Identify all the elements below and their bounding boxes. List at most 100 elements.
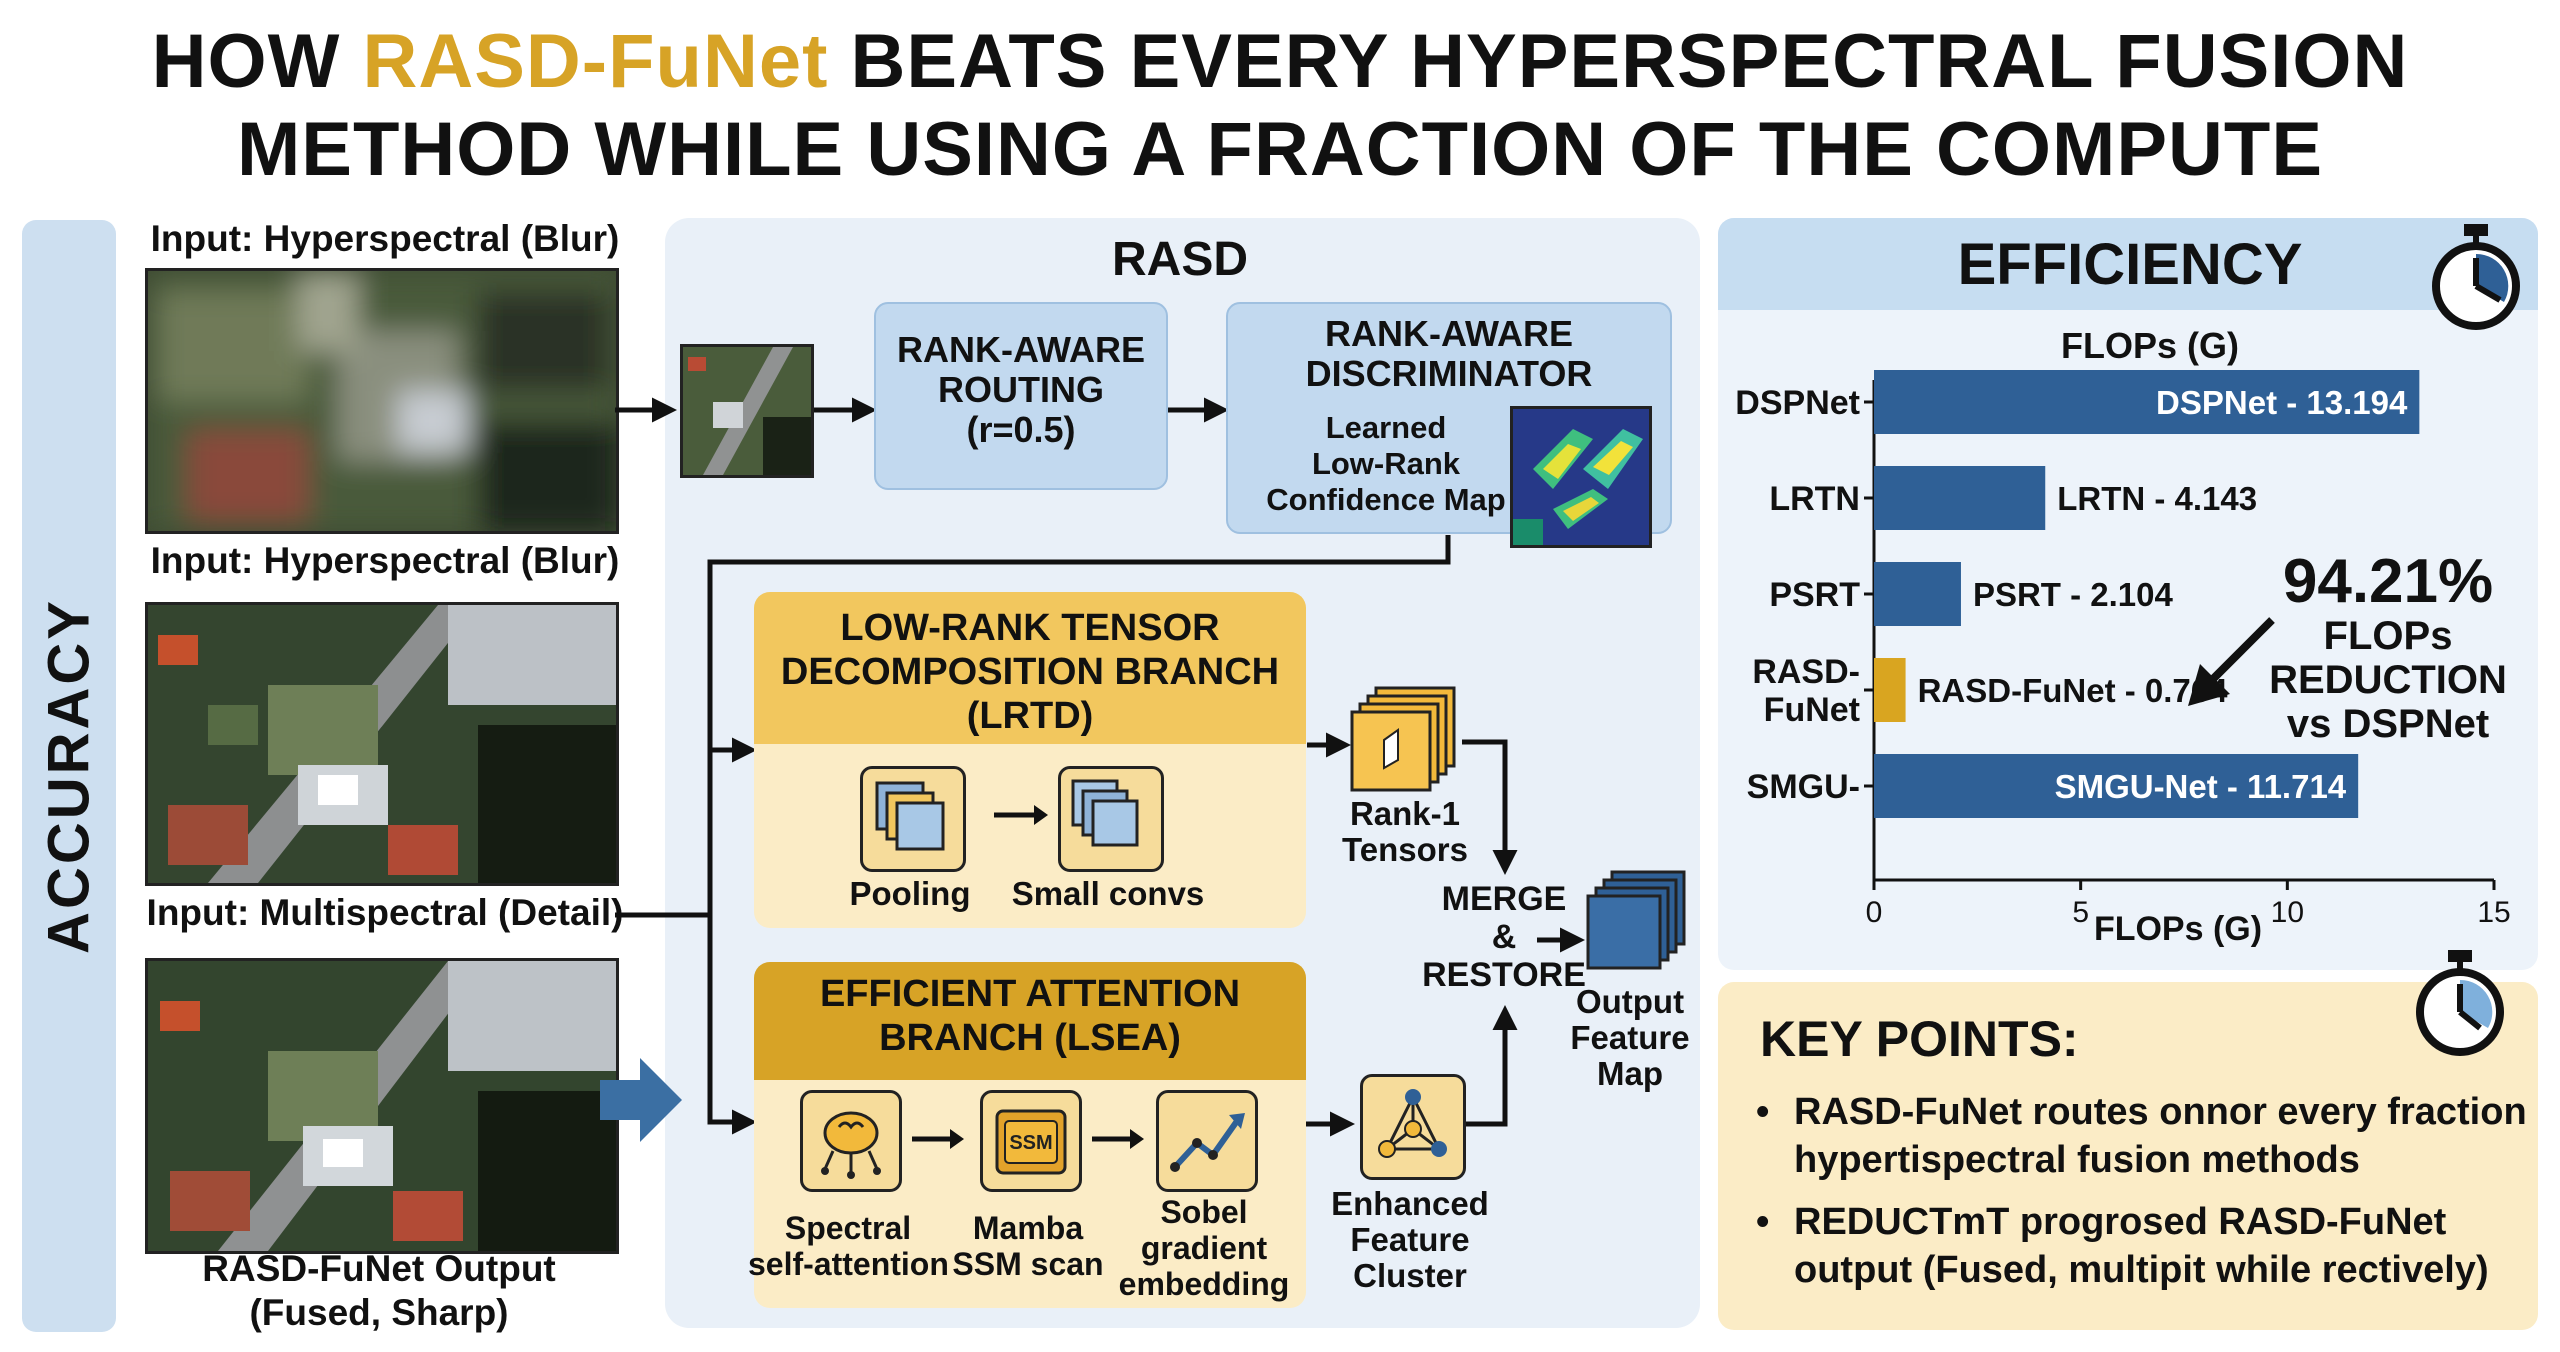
input2-label: Input: Hyperspectral (Blur) <box>150 540 620 581</box>
fused-output-image <box>145 958 619 1254</box>
efficiency-header <box>1718 218 2538 310</box>
mamba-label: Mamba SSM scan <box>938 1210 1118 1282</box>
bar-smgu-net <box>1874 754 2359 818</box>
key-point-bullet-1: •RASD-FuNet routes onnor every fraction … <box>1756 1088 2536 1184</box>
key-points-title: KEY POINTS: <box>1760 1011 2079 1067</box>
x-tick-label-15: 15 <box>2477 896 2510 929</box>
reduction-value: 94.21% <box>2282 547 2494 616</box>
output-label-c: Map <box>1597 1055 1663 1092</box>
reduction-arrow <box>2188 617 2275 706</box>
output-feature-map-icon <box>1586 870 1686 970</box>
lrtd-header: LOW-RANK TENSOR DECOMPOSITION BRANCH (LR… <box>754 592 1306 744</box>
bullet-dot: • <box>1756 1201 1770 1243</box>
bar-psrt <box>1874 562 1961 626</box>
accuracy-side-bar: ACCURACY <box>22 220 116 1332</box>
page-title-line1: HOW RASD-FuNet BEATS EVERY HYPERSPECTRAL… <box>0 18 2560 106</box>
hyperspectral-detail-image <box>145 602 619 886</box>
confidence-heatmap <box>1510 406 1652 548</box>
bullet2-line2: output (Fused, multipit while rectively) <box>1794 1249 2489 1291</box>
brain-network-icon <box>821 1111 881 1179</box>
enhanced-label-3: Cluster <box>1353 1257 1467 1294</box>
thumbnail-image <box>680 344 814 478</box>
category-label-psrt: PSRT <box>1769 576 1860 614</box>
lsea-label-2: BRANCH (LSEA) <box>879 1017 1181 1059</box>
efficiency-panel <box>1718 218 2538 970</box>
pooling-to-convs-arrow <box>994 805 1048 825</box>
category-label-lrtn: LRTN <box>1769 480 1860 518</box>
discriminator-label-1: RANK-AWARE <box>1325 313 1573 354</box>
lrtd-label-1: LOW-RANK TENSOR <box>840 607 1220 649</box>
data-label-lrtn: LRTN - 4.143 <box>2057 480 2257 517</box>
reduction-label-1: FLOPs <box>2323 614 2453 658</box>
pooling-icon <box>860 766 966 872</box>
reduction-label-2: REDUCTION <box>2269 658 2507 702</box>
key-points-panel <box>1718 982 2538 1330</box>
heatmap-art <box>1513 409 1649 545</box>
category-label-rasd-funet: RASD- <box>1752 653 1860 691</box>
bar-dspnet <box>1874 370 2420 434</box>
lrtd-label-3: (LRTD) <box>966 695 1094 737</box>
lsea-label-1: EFFICIENT ATTENTION <box>819 973 1241 1015</box>
discriminator-label-2: DISCRIMINATOR <box>1305 353 1593 394</box>
category-label-rasd-funet: FuNet <box>1764 691 1860 729</box>
sobel-gradient-icon <box>1156 1090 1258 1192</box>
hyperspectral-blur-image <box>145 268 619 534</box>
bullet1-line2: hypertispectral fusion methods <box>1794 1139 2360 1181</box>
output-label-b: Feature <box>1570 1019 1690 1056</box>
merge-label-2: & <box>1491 918 1517 956</box>
output-label-a: Output <box>1575 983 1685 1020</box>
enhanced-cluster-icon <box>1360 1074 1466 1180</box>
output-label-1: RASD-FuNet Output <box>202 1248 556 1289</box>
pooling-label: Pooling <box>849 875 971 912</box>
enhanced-label-1: Enhanced <box>1331 1185 1489 1222</box>
mamba-ssm-icon: SSM <box>980 1090 1082 1192</box>
cluster-graph-icon <box>1378 1089 1447 1158</box>
rank1-tensors-icon <box>1350 686 1456 792</box>
reduction-note: FLOPs REDUCTION vs DSPNet <box>2238 614 2538 746</box>
sobel-label: Sobel gradient embedding <box>1114 1194 1294 1302</box>
detail-photo-art <box>148 605 616 883</box>
stopwatch-icon <box>2432 224 2520 330</box>
spectral-label-1: Spectral <box>784 1210 912 1246</box>
title-text-post: BEATS EVERY HYPERSPECTRAL FUSION <box>828 19 2409 104</box>
data-label-smgu-net: SMGU-Net - 11.714 <box>2055 768 2347 805</box>
sobel-label-2: gradient <box>1140 1230 1268 1266</box>
mamba-label-1: Mamba <box>972 1210 1084 1246</box>
routing-label-3: (r=0.5) <box>966 409 1076 450</box>
thumbnail-art <box>683 347 811 475</box>
stack-icon <box>875 781 945 851</box>
key-point-bullet-2: •REDUCTmT progrosed RASD-FuNet output (F… <box>1756 1198 2536 1294</box>
category-label-smgu-net: SMGU- <box>1747 768 1860 806</box>
bar-rasd-funet <box>1874 658 1906 722</box>
trend-arrow-icon <box>1170 1113 1245 1172</box>
rasd-title: RASD <box>1111 233 1248 286</box>
output-label-2: (Fused, Sharp) <box>249 1292 509 1333</box>
confidence-map-label: Learned Low-Rank Confidence Map <box>1236 410 1536 518</box>
x-tick-label-10: 10 <box>2271 896 2304 929</box>
page-title-line2: METHOD WHILE USING A FRACTION OF THE COM… <box>236 107 2324 192</box>
spectral-label-2: self-attention <box>748 1246 949 1282</box>
lsea-branch: EFFICIENT ATTENTION BRANCH (LSEA) <box>754 962 1306 1308</box>
bar-lrtn <box>1874 466 2046 530</box>
mamba-to-sobel-arrow <box>1092 1129 1144 1149</box>
lrtd-body <box>754 744 1306 928</box>
spectral-label: Spectral self-attention <box>748 1210 949 1282</box>
ssm-text: SSM <box>1009 1132 1052 1154</box>
bullet1-line1: RASD-FuNet routes onnor every fraction <box>1794 1091 2527 1133</box>
routing-label-1: RANK-AWARE <box>897 329 1145 370</box>
lrtd-branch: LOW-RANK TENSOR DECOMPOSITION BRANCH (LR… <box>754 592 1306 928</box>
merge-label-1: MERGE <box>1441 880 1567 918</box>
title-highlight: RASD-FuNet <box>362 19 829 104</box>
small-convs-label: Small convs <box>1011 875 1205 912</box>
input3-label: Input: Multispectral (Detail) <box>146 892 624 933</box>
title-text-pre: HOW <box>151 19 363 104</box>
routing-label-2: ROUTING <box>938 369 1104 410</box>
chart-title: FLOPs (G) <box>2061 325 2239 366</box>
enhanced-label-2: Feature <box>1350 1221 1470 1258</box>
rank1-label-1: Rank-1 <box>1349 795 1461 832</box>
data-label-dspnet: DSPNet - 13.194 <box>2156 384 2408 421</box>
rank1-label: Rank-1 Tensors <box>1320 796 1490 868</box>
rank1-label-2: Tensors <box>1342 831 1468 868</box>
x-axis-label: FLOPs (G) <box>2094 910 2262 948</box>
